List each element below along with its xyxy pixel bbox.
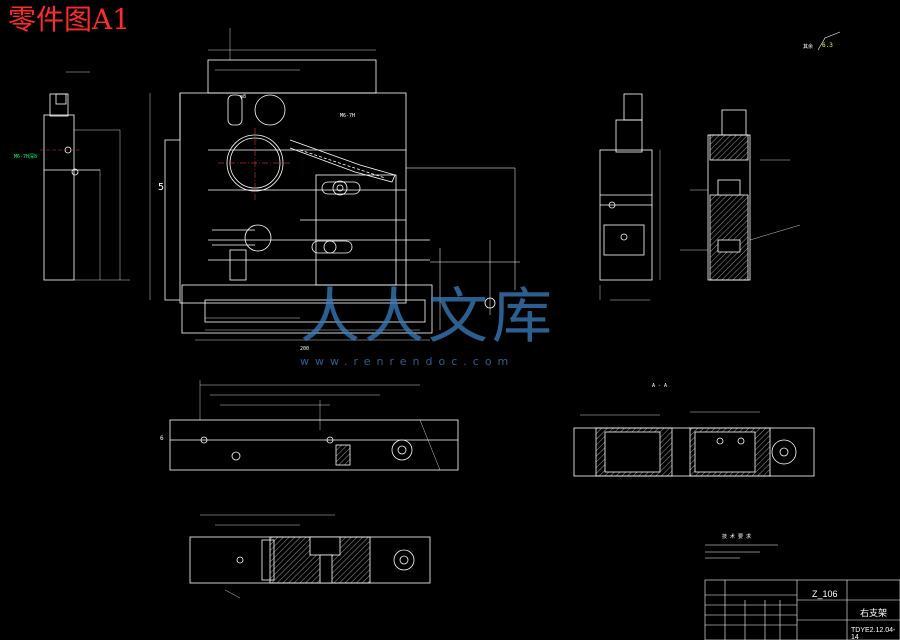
roughness-value: 6.3 [822, 42, 833, 49]
bottom-view-top: 6 [160, 380, 459, 471]
watermark-url: www.renrendoc.com [300, 355, 515, 368]
main-dimension: 5 [158, 182, 164, 193]
title-block-part-name: 右支架 [860, 608, 888, 618]
svg-text:6: 6 [160, 435, 164, 442]
section-a-a: A - A [573, 383, 815, 477]
section-label: A - A [652, 383, 667, 389]
title-block [704, 579, 900, 640]
watermark-logo: 人人文库 [300, 282, 556, 352]
title-block-number: Z_106 [812, 589, 838, 599]
bottom-view-lower [189, 514, 431, 599]
title-block-code: TDYE2.12.04-14 [851, 627, 896, 640]
svg-text:其余: 其余 [803, 43, 813, 50]
svg-text:M6-7H: M6-7H [340, 113, 355, 119]
svg-text:φ8: φ8 [240, 94, 246, 100]
green-note: M6-7H深8 [14, 153, 37, 160]
far-right-section: 其余 6.3 [680, 31, 841, 281]
svg-text:200: 200 [300, 346, 309, 352]
main-view: 5 M6-7H 200 φ8 [149, 28, 520, 352]
right-view [599, 93, 661, 301]
requirements-note [705, 544, 778, 559]
left-view [40, 71, 130, 281]
requirements-heading: 技 术 要 求 [722, 533, 751, 540]
drawing-title: 零件图A1 [8, 3, 131, 36]
